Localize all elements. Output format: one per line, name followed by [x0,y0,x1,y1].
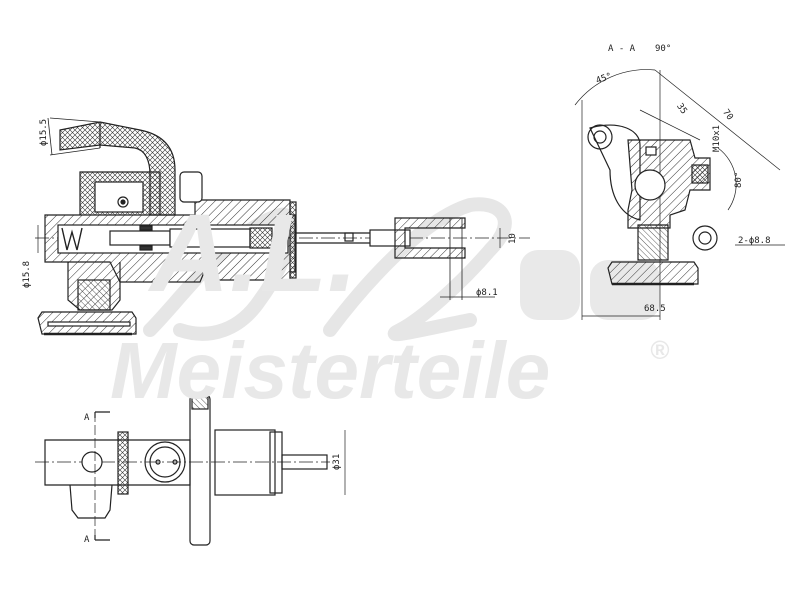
section-mark-top: A [84,413,90,423]
dim-angle-80: 80° [734,171,744,188]
dim-width-68-5: 68.5 [644,304,666,314]
dim-rod-end-width: 10 [508,233,518,244]
dim-boot-dia: ϕ31 [332,453,342,470]
dim-thread-m10x1: M10x1 [712,124,722,152]
section-title: A - A [608,44,636,54]
dim-bore-dia: ϕ15.8 [22,260,32,288]
section-a-a-view [574,69,785,320]
main-section-view [35,117,530,336]
dim-holes: 2-ϕ8.8 [738,236,771,246]
bottom-exterior-view [35,394,346,546]
dim-hose-dia: ϕ15.5 [39,118,49,146]
section-angle: 90° [655,44,672,54]
dim-pin-hole: ϕ8.1 [476,288,498,298]
section-mark-bottom: A [84,535,90,545]
